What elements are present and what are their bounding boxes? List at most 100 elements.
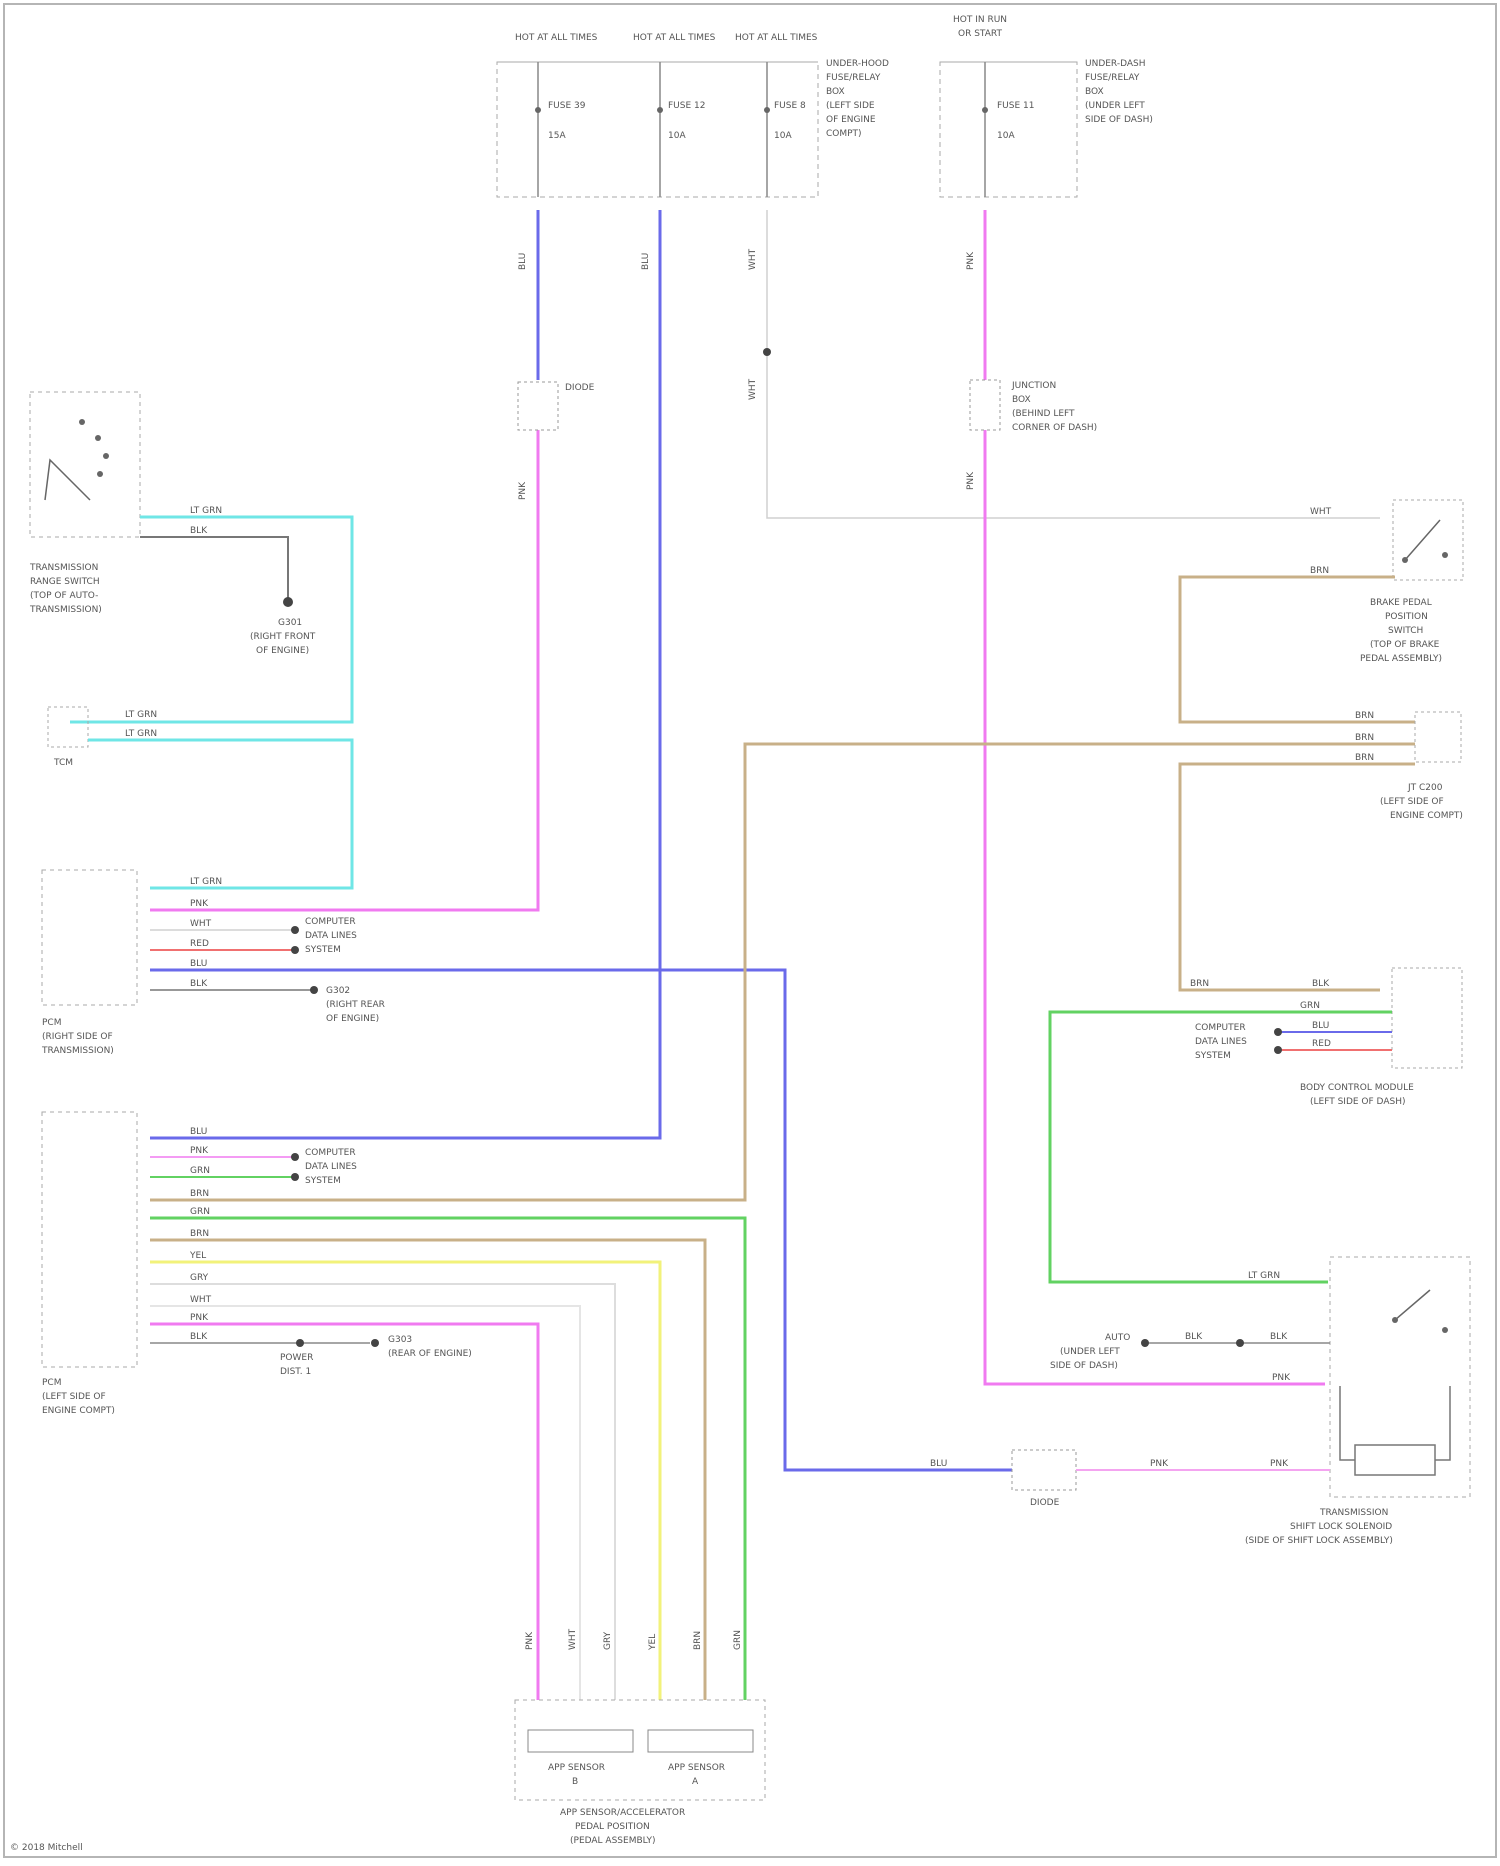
wire-label-blu-1: BLU — [518, 253, 528, 270]
wire-label-wht-6: WHT — [568, 1628, 578, 1650]
wire-label-ltgrn-5: LT GRN — [1248, 1271, 1280, 1281]
wire-label-wht-3: WHT — [1310, 507, 1332, 517]
fuse-rating-8: 10A — [774, 131, 792, 141]
ground-left-3: OF ENGINE) — [256, 646, 309, 656]
diode-lower-label: DIODE — [1030, 1498, 1060, 1508]
wire-label-pnk-8: PNK — [1150, 1459, 1169, 1469]
wire-label-blu-6: BLU — [930, 1459, 947, 1469]
power-dist-1: POWER — [280, 1353, 313, 1363]
fuse-box-left-caption-2: FUSE/RELAY — [826, 73, 881, 83]
wire-label-wht-1: WHT — [748, 248, 758, 270]
wire-label-yel-2: YEL — [648, 1634, 658, 1651]
shift-lock-3: (SIDE OF SHIFT LOCK ASSEMBLY) — [1245, 1536, 1393, 1546]
pcm-upper-label-2: (RIGHT SIDE OF — [42, 1032, 113, 1042]
pcm-lower-label-2: (LEFT SIDE OF — [42, 1392, 106, 1402]
wire-label-yel-1: YEL — [189, 1251, 206, 1261]
cdl-3: SYSTEM — [305, 945, 341, 955]
wire-label-brn-3: BRN — [1310, 566, 1329, 576]
wire-label-grn-3: GRN — [1300, 1001, 1320, 1011]
app-assembly-1: APP SENSOR/ACCELERATOR — [560, 1808, 685, 1818]
junction-label-3: (BEHIND LEFT — [1012, 409, 1075, 419]
wire-label-gry-2: GRY — [603, 1631, 613, 1650]
pcm-upper-label-1: PCM — [42, 1018, 61, 1028]
fuse-box-right-caption-1: UNDER-DASH — [1085, 59, 1145, 69]
wire-label-red-2: RED — [1312, 1039, 1331, 1049]
ground-bottom-2: (REAR OF ENGINE) — [388, 1349, 472, 1359]
fuse-box-right-caption-2: FUSE/RELAY — [1085, 73, 1140, 83]
wire-label-blk-3: BLK — [190, 1332, 208, 1342]
wire-label-blu-3: BLU — [190, 959, 207, 969]
wire-label-pnk-4: PNK — [190, 899, 209, 909]
jt-conn-1: JT C200 — [1407, 783, 1443, 793]
wire-label-grn-1: GRN — [190, 1166, 210, 1176]
wire-label-blu-2: BLU — [641, 253, 651, 270]
fuse-box-right-caption-3: BOX — [1085, 87, 1104, 97]
wire-label-wht-4: WHT — [190, 919, 212, 929]
shift-lock-1: TRANSMISSION — [1319, 1508, 1388, 1518]
app-assembly-3: (PEDAL ASSEMBLY) — [570, 1836, 655, 1846]
fuse-rating-39: 15A — [548, 131, 566, 141]
ground-mid-2: (RIGHT REAR — [326, 1000, 385, 1010]
hot-label-1: HOT AT ALL TIMES — [515, 33, 598, 43]
wire-label-wht-5: WHT — [190, 1295, 212, 1305]
jt-conn-2: (LEFT SIDE OF — [1380, 797, 1444, 807]
fuse-name-11: FUSE 11 — [997, 101, 1034, 111]
app-assembly-2: PEDAL POSITION — [575, 1822, 650, 1832]
ground-left-2: (RIGHT FRONT — [250, 632, 316, 642]
app-sensor-b-1: APP SENSOR — [548, 1763, 605, 1773]
wire-label-brn-2: BRN — [190, 1229, 209, 1239]
trans-range-label-3: (TOP OF AUTO- — [30, 591, 98, 601]
fuse-name-8: FUSE 8 — [774, 101, 806, 111]
shift-lock-2: SHIFT LOCK SOLENOID — [1290, 1522, 1392, 1532]
ground-mid-3: OF ENGINE) — [326, 1014, 379, 1024]
fuse-box-left-caption-4: (LEFT SIDE — [826, 101, 875, 111]
brake-switch-3: SWITCH — [1388, 626, 1423, 636]
wire-label-red-1: RED — [190, 939, 209, 949]
wire-label-pnk-9: PNK — [1270, 1459, 1289, 1469]
brake-switch-4: (TOP OF BRAKE — [1370, 640, 1440, 650]
fuse-box-right-caption-4: (UNDER LEFT — [1085, 101, 1145, 111]
wire-label-blu-5: BLU — [1312, 1021, 1329, 1031]
wire-label-grn-2: GRN — [190, 1207, 210, 1217]
wire-label-ltgrn-2: LT GRN — [125, 710, 157, 720]
wire-label-pnk-2: PNK — [966, 251, 976, 270]
auto-label-2: (UNDER LEFT — [1060, 1347, 1120, 1357]
wire-label-brn-1: BRN — [190, 1189, 209, 1199]
wire-label-blk-5: BLK — [1185, 1332, 1203, 1342]
wire-label-pnk-5: PNK — [190, 1146, 209, 1156]
wire-label-brn-7: BRN — [1190, 979, 1209, 989]
ground-bottom-1: G303 — [388, 1335, 412, 1345]
wire-label-blk-1: BLK — [190, 526, 208, 536]
wire-label-brn-8: BRN — [693, 1631, 703, 1650]
cdl-right-3: SYSTEM — [1195, 1051, 1231, 1061]
brake-switch-2: POSITION — [1385, 612, 1428, 622]
wire-label-pnk-6: PNK — [190, 1313, 209, 1323]
auto-label-1: AUTO — [1105, 1333, 1130, 1343]
jt-conn-3: ENGINE COMPT) — [1390, 811, 1463, 821]
fuse-box-left-caption-5: OF ENGINE — [826, 115, 876, 125]
bcm-label-2: (LEFT SIDE OF DASH) — [1310, 1097, 1405, 1107]
tcm-label: TCM — [53, 758, 73, 768]
ground-left-1: G301 — [278, 618, 302, 628]
bcm-label-1: BODY CONTROL MODULE — [1300, 1083, 1414, 1093]
wire-label-brn-6: BRN — [1355, 753, 1374, 763]
wire-label-ltgrn-4: LT GRN — [190, 877, 222, 887]
fuse-box-left-caption-1: UNDER-HOOD — [826, 59, 889, 69]
cdl-right-1: COMPUTER — [1195, 1023, 1246, 1033]
wire-label-pnk-3: PNK — [966, 471, 976, 490]
hot-in-run-1: HOT IN RUN — [953, 15, 1007, 25]
junction-label-1: JUNCTION — [1011, 381, 1056, 391]
ground-mid-1: G302 — [326, 986, 350, 996]
wire-label-blk-4: BLK — [1312, 979, 1330, 989]
wire-label-brn-5: BRN — [1355, 733, 1374, 743]
corner-credit: © 2018 Mitchell — [10, 1843, 83, 1853]
fuse-box-left-caption-3: BOX — [826, 87, 845, 97]
wire-label-pnk-1: PNK — [518, 481, 528, 500]
junction-label-2: BOX — [1012, 395, 1031, 405]
cdl-lower-1: COMPUTER — [305, 1148, 356, 1158]
wire-label-blk-2: BLK — [190, 979, 208, 989]
hot-in-run-2: OR START — [958, 29, 1002, 39]
hot-label-2: HOT AT ALL TIMES — [633, 33, 716, 43]
